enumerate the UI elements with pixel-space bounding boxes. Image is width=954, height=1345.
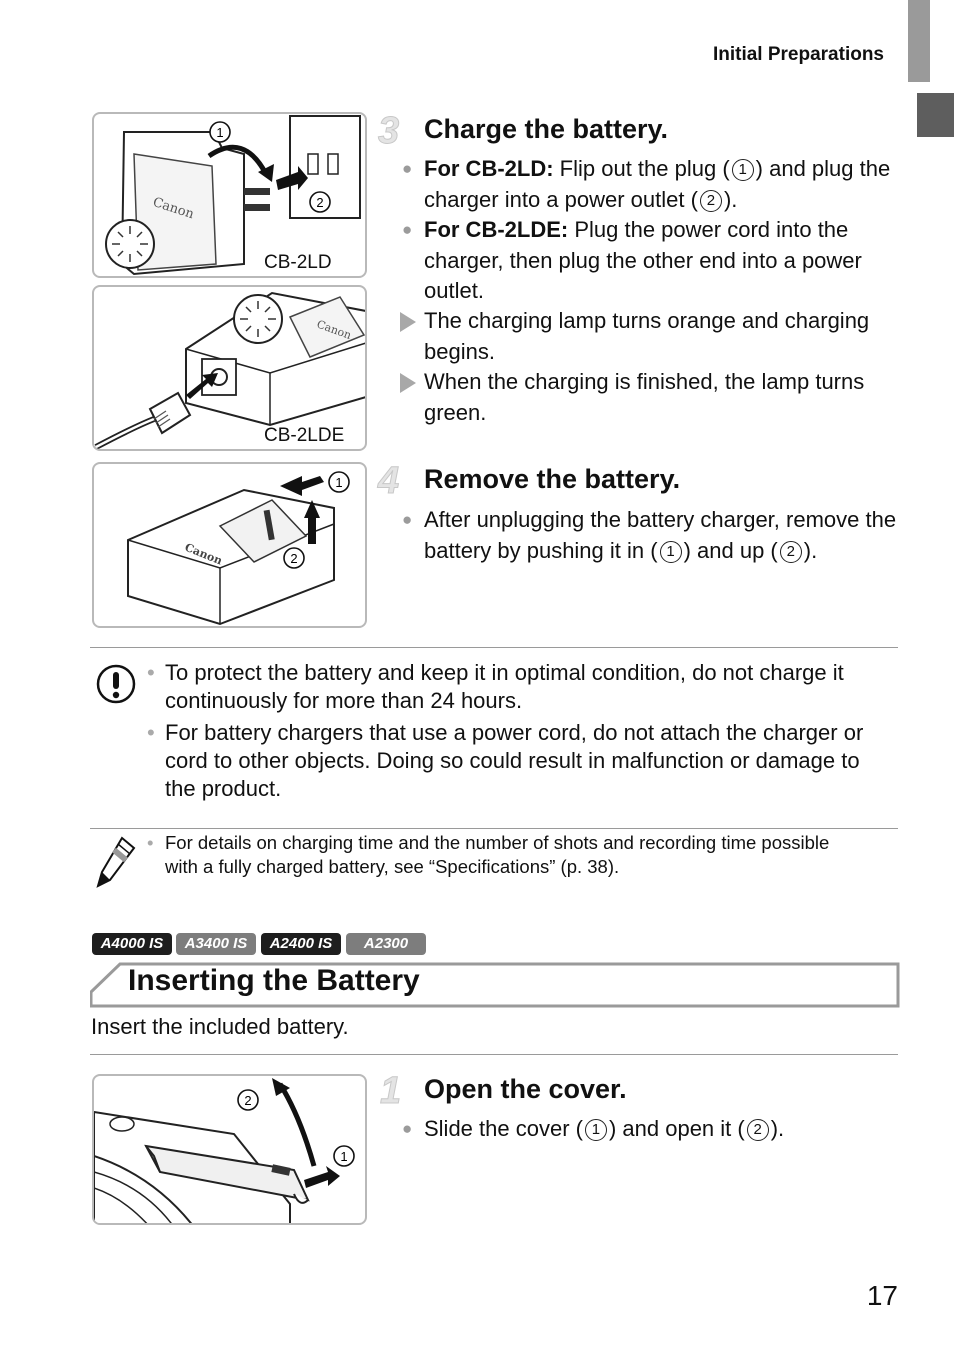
step-number: 4	[377, 460, 400, 503]
figure-remove-battery: Canon 1 2	[92, 462, 367, 628]
step-title: Open the cover.	[424, 1074, 627, 1104]
section-title-frame	[90, 962, 900, 1008]
marker-1: 1	[731, 159, 754, 181]
model-tag-a3400is: A3400 IS	[176, 933, 256, 955]
step-number: 3	[377, 110, 400, 153]
figure-label-cb2ld: CB-2LD	[264, 252, 332, 273]
section-tab-marker	[908, 0, 930, 82]
step-number: 1	[379, 1070, 402, 1113]
figure-open-cover: 2 1	[92, 1074, 367, 1225]
result-charging-begins: The charging lamp turns orange and charg…	[400, 306, 902, 367]
result-charging-finished: When the charging is finished, the lamp …	[400, 367, 902, 428]
caution-item: • To protect the battery and keep it in …	[147, 660, 844, 713]
marker-1: 1	[584, 1119, 607, 1141]
bullet-cb2ld: ● For CB-2LD: Flip out the plug (1) and …	[402, 156, 891, 212]
page-number: 17	[866, 1280, 898, 1311]
marker-1: 1	[335, 475, 342, 490]
figure-charger-cb2lde: Canon CB-2LDE	[92, 285, 367, 451]
marker-2: 2	[779, 540, 802, 563]
tip-text: • For details on charging time and the n…	[147, 832, 830, 877]
divider	[90, 647, 898, 648]
bullet-dot-icon: •	[147, 660, 155, 685]
model-tag-a2400is: A2400 IS	[261, 933, 341, 955]
bullet-open-cover: ● Slide the cover (1) and open it (2).	[402, 1114, 902, 1145]
model-tag-a4000is: A4000 IS	[92, 933, 172, 955]
divider	[90, 1054, 898, 1055]
caution-icon	[96, 664, 136, 704]
result-arrow-icon	[400, 373, 416, 393]
divider	[90, 828, 898, 829]
marker-2: 2	[290, 551, 297, 566]
chapter-marker	[917, 93, 954, 137]
figure-charger-cb2ld: Canon 1 2 CB-2LD	[92, 112, 367, 278]
caution-item: • For battery chargers that use a power …	[147, 720, 864, 801]
figure-label-cb2lde: CB-2LDE	[264, 425, 345, 446]
bullet-cb2lde: ● For CB-2LDE: Plug the power cord into …	[402, 217, 862, 303]
section-title: Inserting the Battery	[128, 964, 420, 997]
marker-2: 2	[699, 189, 722, 212]
bullet-dot-icon: ●	[402, 510, 413, 529]
result-arrow-icon	[400, 312, 416, 332]
pencil-icon	[96, 836, 136, 888]
bullet-dot-icon: ●	[402, 1119, 413, 1138]
marker-1: 1	[216, 125, 223, 140]
bullet-dot-icon: •	[147, 832, 154, 853]
marker-2: 2	[316, 195, 323, 210]
model-tag-a2300: A2300	[346, 933, 426, 955]
bullet-dot-icon: •	[147, 720, 155, 745]
bullet-remove-battery: ● After unplugging the battery charger, …	[402, 507, 897, 563]
section-intro: Insert the included battery.	[91, 1014, 349, 1039]
marker-2: 2	[244, 1093, 251, 1108]
remove-battery-illustration: Canon 1 2	[127, 471, 350, 626]
marker-1: 1	[659, 540, 682, 563]
open-cover-illustration: 2 1	[94, 1078, 355, 1223]
marker-2: 2	[746, 1119, 769, 1141]
step-title: Charge the battery.	[424, 114, 669, 144]
bullet-dot-icon: ●	[402, 220, 413, 239]
charger-cb2lde-illustration: Canon	[94, 291, 365, 449]
marker-1: 1	[340, 1149, 347, 1164]
running-header: Initial Preparations	[712, 44, 884, 65]
charger-cb2ld-illustration: Canon 1 2	[105, 115, 361, 276]
bullet-dot-icon: ●	[402, 159, 413, 178]
step-title: Remove the battery.	[424, 464, 681, 494]
